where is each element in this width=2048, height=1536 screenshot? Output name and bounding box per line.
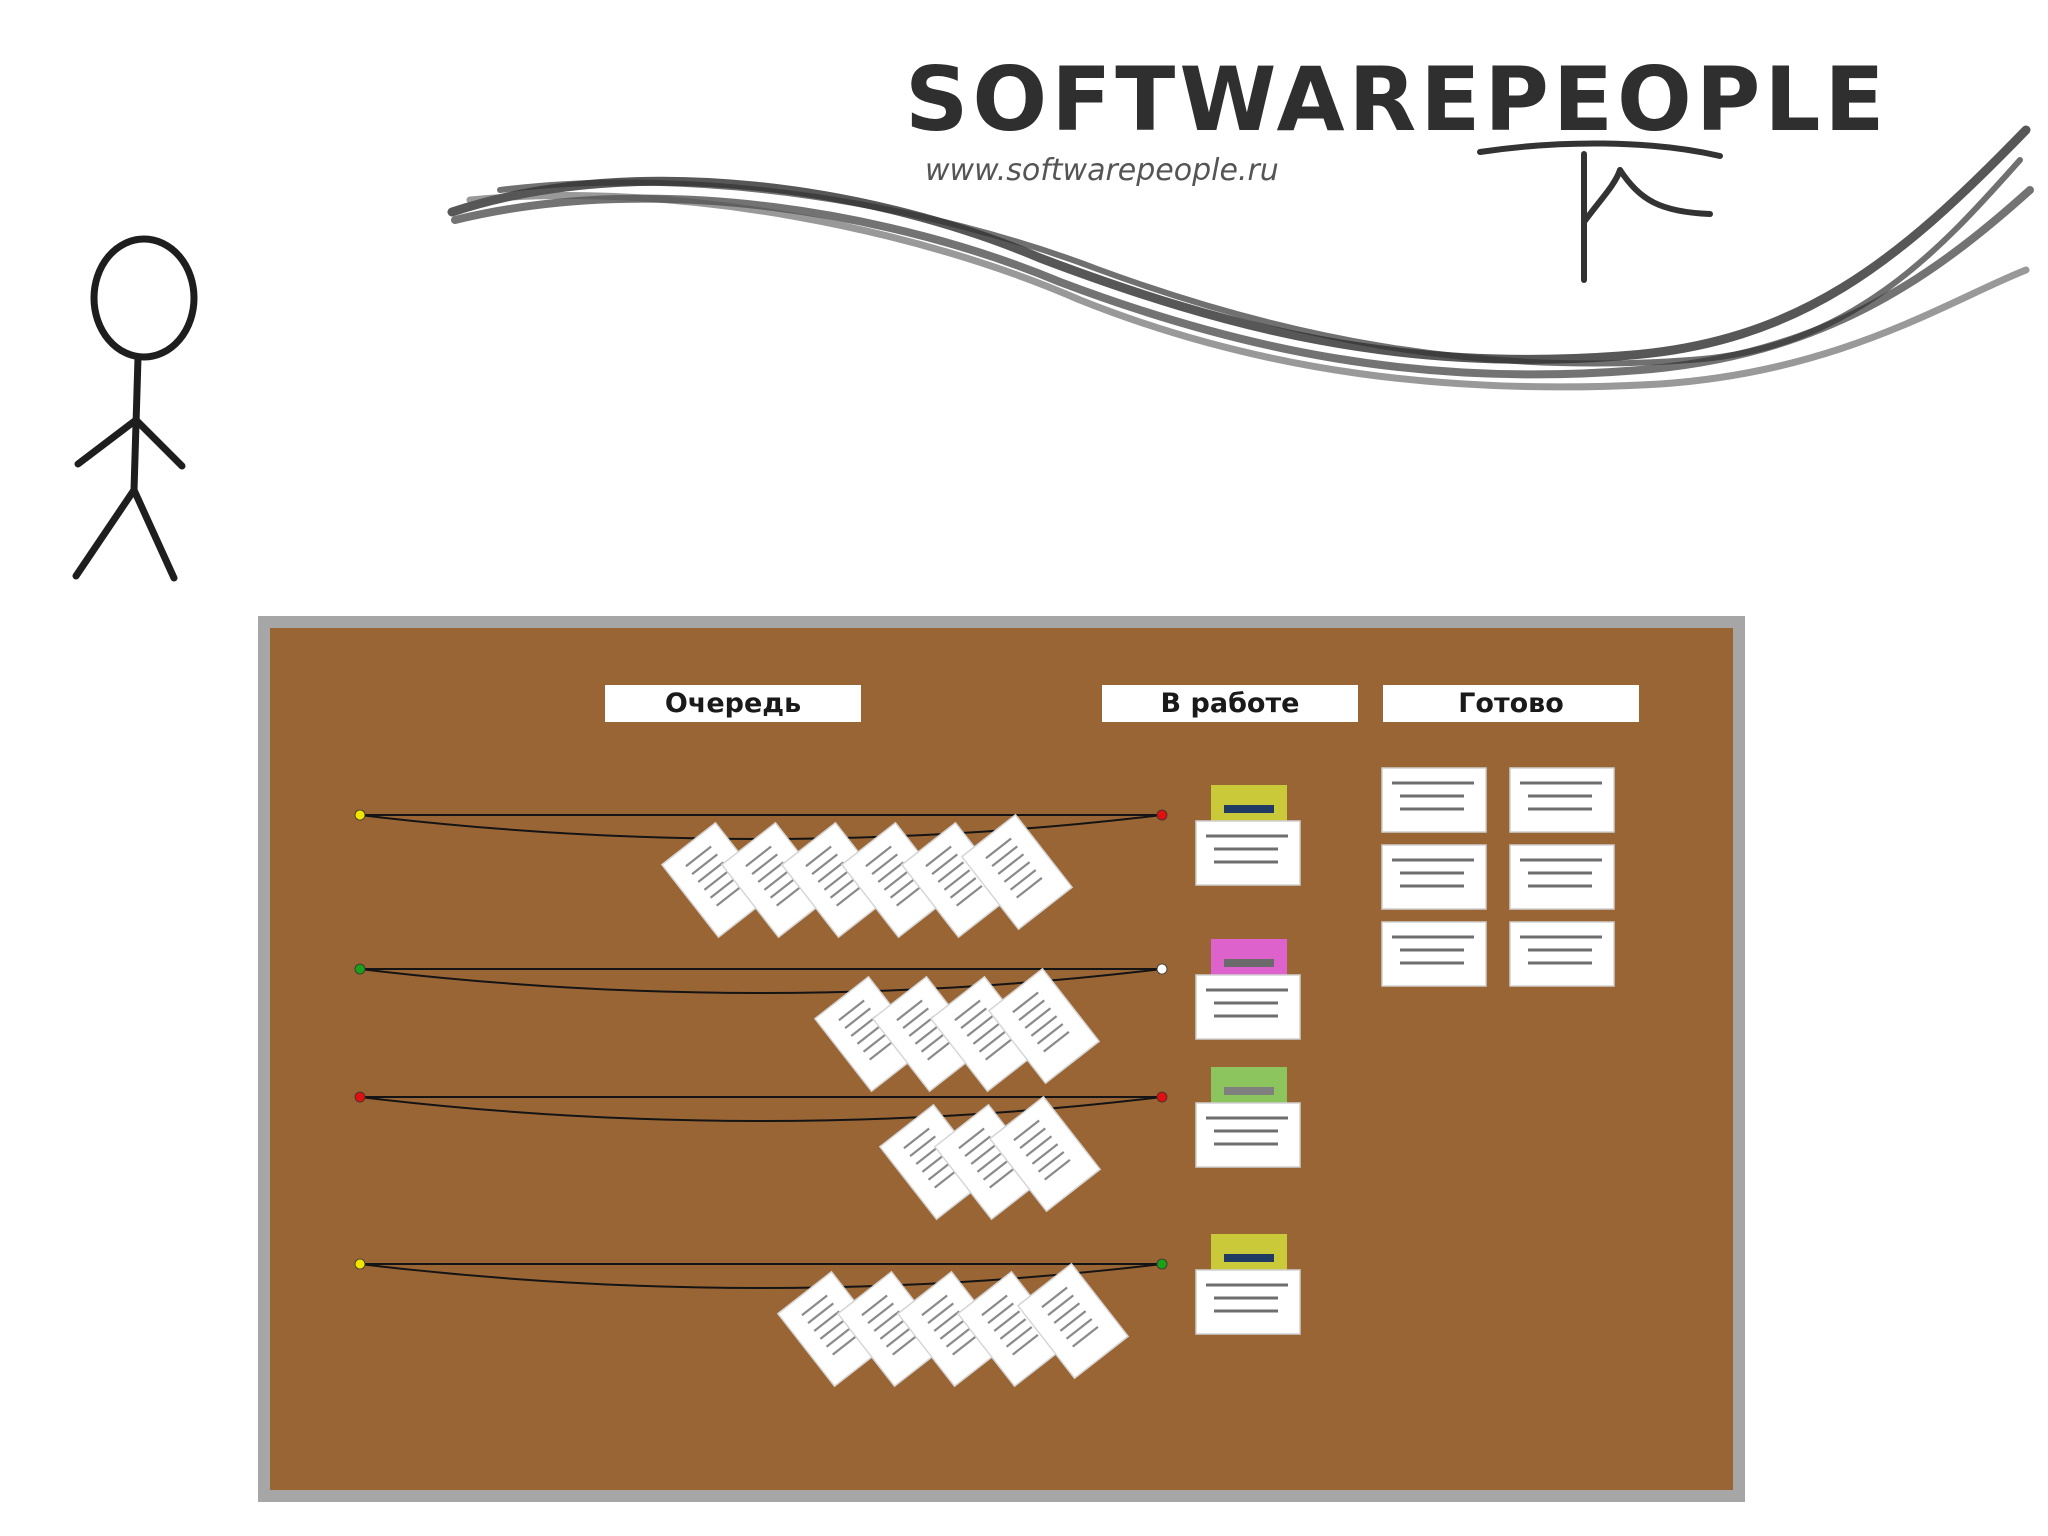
wip-card [1195,974,1301,1040]
done-card [1509,921,1615,987]
logo-url: www.softwarepeople.ru [925,153,1279,188]
pin-icon [1156,1091,1168,1103]
board-drawing [354,767,1615,1388]
done-card [1509,844,1615,910]
stick-figure-icon [72,235,198,582]
queued-card [987,967,1101,1085]
pin-icon [1156,1258,1168,1270]
queued-card [896,1270,1010,1388]
wip-card [1195,820,1301,886]
pin-icon [354,963,366,975]
done-card [1381,921,1487,987]
queued-card [933,1103,1047,1221]
queued-card [871,975,985,1093]
queued-card [813,975,927,1093]
swimlane-4 [354,1234,1301,1388]
queued-card [1016,1262,1130,1380]
queued-card [780,821,894,939]
pin-icon [354,1258,366,1270]
queued-card [960,813,1074,931]
column-header-in-progress: В работе [1102,685,1358,722]
swimlane-3 [354,1067,1301,1221]
wip-card [1195,1269,1301,1335]
done-card [1381,767,1487,833]
logo-swoosh-icon [447,125,2034,391]
swimlane-1 [354,785,1301,939]
kanban-board: Очередь В работе Готово [258,616,1745,1502]
queued-card [956,1270,1070,1388]
column-header-done: Готово [1383,685,1639,722]
pin-icon [1156,963,1168,975]
pin-icon [354,1091,366,1103]
queued-card [660,821,774,939]
queued-card [720,821,834,939]
queued-card [988,1095,1102,1213]
swimlane-2 [354,939,1301,1093]
column-header-queue: Очередь [605,685,861,722]
pin-icon [1156,809,1168,821]
done-card [1509,767,1615,833]
logo-wordmark: SOFTWAREPEOPLE [905,48,1889,151]
queued-card [840,821,954,939]
done-card [1381,844,1487,910]
pin-icon [354,809,366,821]
swimlane-string-sag [359,1263,1163,1289]
wip-card [1195,1102,1301,1168]
done-cards [1381,767,1615,987]
